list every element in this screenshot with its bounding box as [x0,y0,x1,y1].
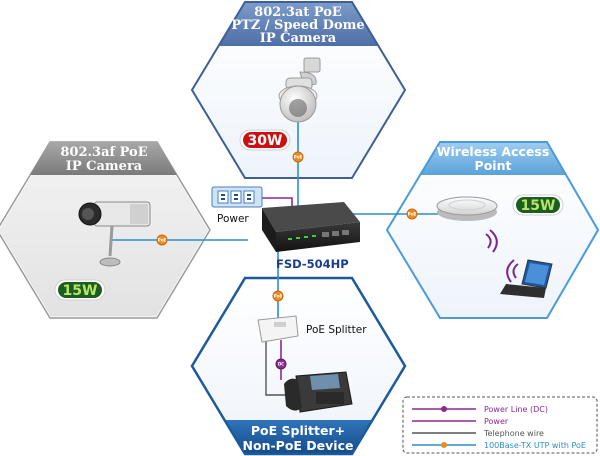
ptz-camera-illustration [278,57,321,123]
ap-wattage: 15W [521,198,556,214]
access-point-icon [436,196,498,216]
switch-front-icon [276,222,360,252]
legend: Power Line (DC) Power Telephone wire 100… [402,396,598,454]
power-outlet-icon [221,194,251,200]
splitter-illustration [257,315,299,343]
ip-camera-title-line2: IP Camera [66,159,143,174]
svg-text:DC: DC [278,362,284,367]
poe-badge-splitter: PoE [272,290,284,302]
svg-text:PoE: PoE [274,294,283,299]
legend-item-power: Power [412,417,509,426]
poe-splitter-title-line2: Non-PoE Device [243,438,354,453]
ip-camera-title-line1: 802.3af PoE [60,145,147,160]
power-label: Power [217,213,249,225]
power-adapter-illustration [211,186,263,208]
wireless-ap-title-line1: Wireless Access [437,144,550,159]
splitter-device-icon [257,315,299,343]
ptz-title-line1: 802.3at PoE [254,5,342,20]
splitter-device-label: PoE Splitter [306,324,367,336]
svg-text:100Base-TX UTP with PoE: 100Base-TX UTP with PoE [484,441,586,450]
svg-text:PoE: PoE [294,155,303,160]
wifi-waves-icon [485,229,519,283]
svg-text:Power: Power [484,417,509,426]
poe-badge-ptz: PoE [292,151,304,163]
wattage-badge-ip-camera: 15W [54,279,106,301]
legend-item-telephone-wire: Telephone wire [412,429,544,438]
switch-illustration [262,202,360,252]
laptop-icon [500,259,553,298]
svg-text:PoE: PoE [408,212,417,217]
legend-item-utp-poe: 100Base-TX UTP with PoE [412,441,586,450]
dc-badge-splitter: DC [275,358,287,370]
ptz-wattage: 30W [248,133,283,149]
legend-item-power-line-dc: Power Line (DC) [412,405,548,414]
ptz-title-line3: IP Camera [260,31,337,46]
wattage-badge-ap: 15W [512,194,564,216]
wireless-ap-title-line2: Point [475,158,512,173]
poe-badge-ap: PoE [406,208,418,220]
wattage-badge-ptz: 30W [239,129,291,151]
telephone-wire [265,335,290,396]
svg-text:Power Line (DC): Power Line (DC) [484,405,548,414]
ip-camera-wattage: 15W [63,283,98,299]
wireless-ap-illustration [436,196,553,298]
svg-text:Telephone wire: Telephone wire [483,429,544,438]
svg-text:PoE: PoE [158,238,167,243]
poe-badge-ip-camera: PoE [156,234,168,246]
phone-illustration [284,371,353,413]
switch-model-label: FSD-504HP [276,257,349,271]
ptz-title-line2: PTZ / Speed Dome [231,18,364,33]
ip-camera-illustration [78,201,151,267]
poe-splitter-title-line1: PoE Splitter+ [251,423,345,438]
